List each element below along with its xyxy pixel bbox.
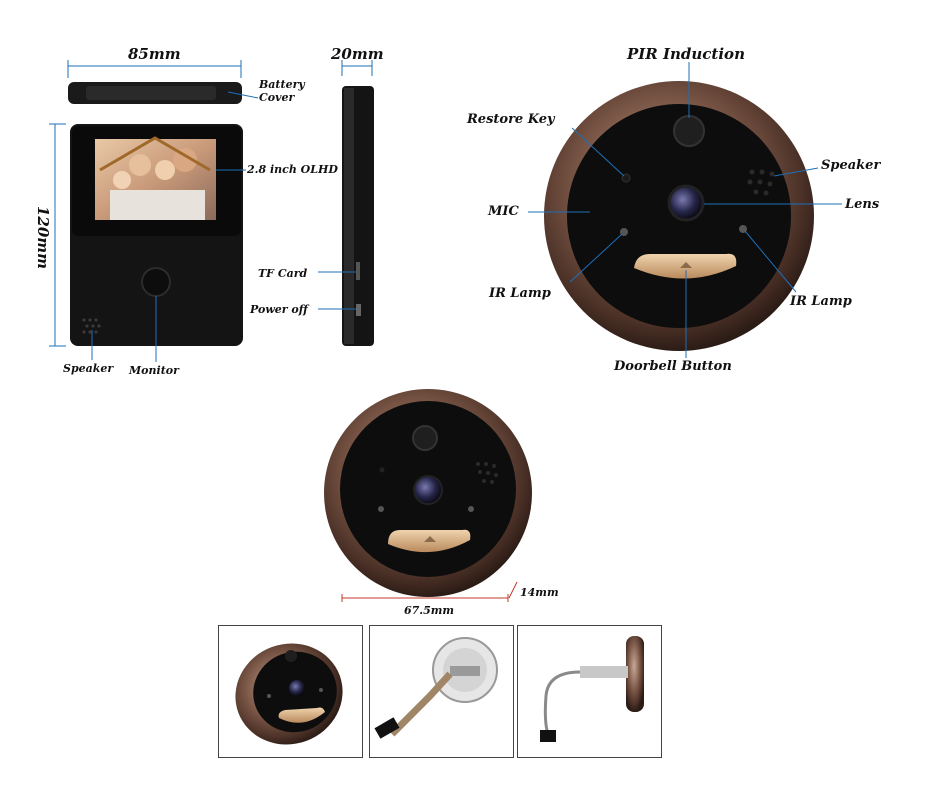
- lens-label: Lens: [845, 197, 880, 212]
- ir-lamp-right-label: IR Lamp: [790, 294, 852, 309]
- camera-front-medium: [324, 389, 532, 597]
- mic-label: MIC: [488, 204, 519, 219]
- monitor-front: [70, 124, 246, 362]
- power-off-label: Power off: [250, 303, 308, 316]
- photo-camera-back: [369, 625, 514, 758]
- monitor-side-view: [318, 86, 374, 346]
- camera-front-large: [528, 62, 842, 358]
- speaker-holes: [747, 169, 775, 196]
- lens: [667, 184, 705, 222]
- monitor-button-label: Monitor: [129, 364, 179, 377]
- speaker-grille: [82, 318, 101, 334]
- pir-sensor: [673, 115, 705, 147]
- height-label: 120mm: [34, 206, 52, 270]
- restore-key-label: Restore Key: [467, 112, 555, 127]
- camera-thickness-dimension: [508, 581, 518, 599]
- doorbell-button-label: Doorbell Button: [614, 359, 732, 374]
- camera-speaker-label: Speaker: [821, 158, 881, 173]
- battery-cover-label: Battery Cover: [259, 78, 305, 104]
- width-label: 85mm: [128, 45, 181, 63]
- depth-dimension-line: [341, 60, 373, 76]
- monitor-speaker-label: Speaker: [63, 362, 114, 375]
- monitor-top-view: [68, 82, 259, 104]
- power-switch: [356, 304, 361, 316]
- diameter-label: 67.5mm: [404, 604, 455, 617]
- tf-card-slot: [356, 262, 360, 280]
- width-dimension-line: [67, 60, 242, 78]
- photo-camera-angle: [218, 625, 363, 758]
- tf-card-label: TF Card: [258, 267, 308, 280]
- depth-label: 20mm: [331, 45, 384, 63]
- screen-label: 2.8 inch OLHD: [247, 163, 338, 176]
- photo-camera-side: [517, 625, 662, 758]
- thickness-label: 14mm: [520, 586, 559, 599]
- camera-diameter-dimension: [341, 594, 509, 602]
- monitor-button: [141, 267, 171, 297]
- ir-lamp-left-label: IR Lamp: [489, 286, 551, 301]
- height-dimension-line: [49, 123, 66, 347]
- pir-label: PIR Induction: [627, 45, 745, 63]
